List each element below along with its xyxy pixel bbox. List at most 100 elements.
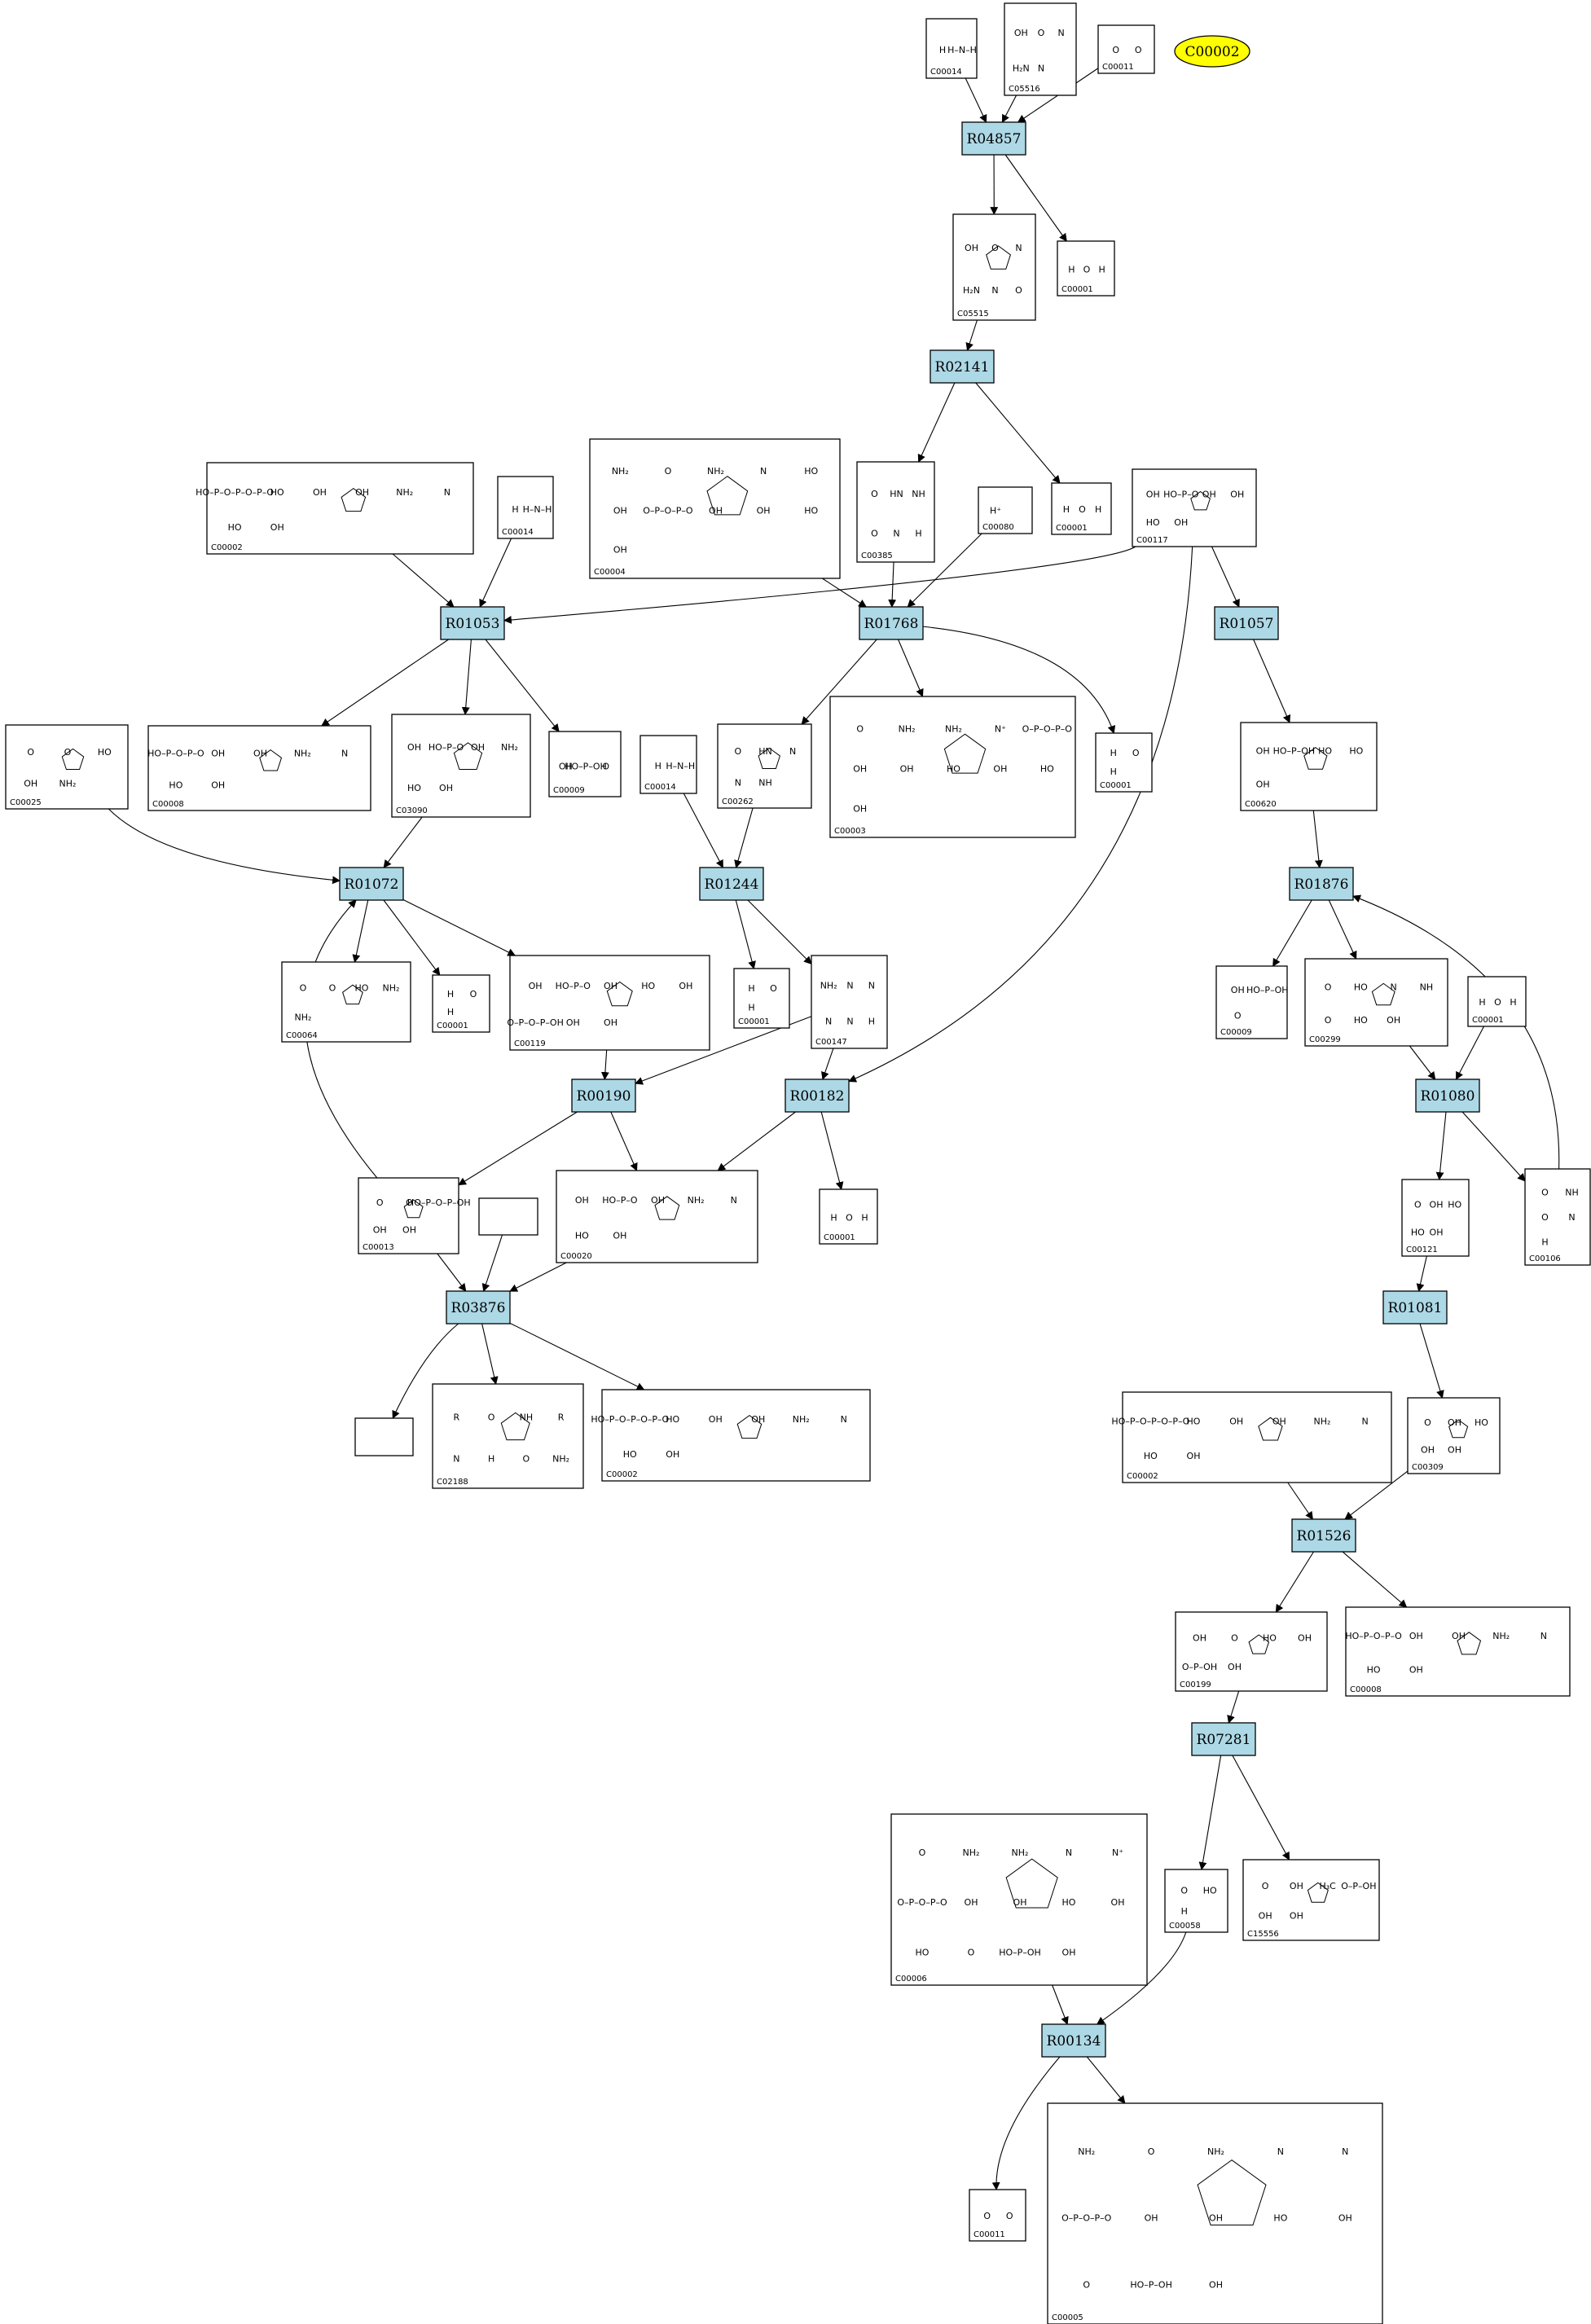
- structure-atom-label: H₃C: [1319, 1881, 1336, 1891]
- structure-atom-label: OH: [853, 803, 867, 814]
- edge-R00182-c00001_g: [820, 1111, 844, 1190]
- reaction-R00134[interactable]: R00134: [1041, 2023, 1106, 2058]
- compound-box: [5, 724, 129, 810]
- structure-atom-label: N: [893, 529, 899, 539]
- reaction-R01072[interactable]: R01072: [339, 867, 404, 901]
- reaction-R01081[interactable]: R01081: [1382, 1290, 1448, 1325]
- reaction-R01768[interactable]: R01768: [859, 606, 924, 640]
- compound-id-label: C05516: [1009, 85, 1040, 94]
- compound-box: [925, 18, 978, 79]
- empty-compound-box[interactable]: [354, 1417, 414, 1456]
- structure-atom-label: N: [1540, 1631, 1547, 1641]
- structure-atom-label: NH₂: [1012, 1847, 1029, 1858]
- empty-compound-box[interactable]: [478, 1197, 538, 1236]
- structure-atom-label: O: [919, 1847, 926, 1858]
- reaction-R00182[interactable]: R00182: [785, 1079, 850, 1113]
- compound-id-label: C00106: [1529, 1254, 1561, 1263]
- structure-atom-label: OH: [613, 1231, 626, 1241]
- structure-atom-label: OH: [853, 763, 867, 774]
- structure-atom-label: OH: [613, 505, 627, 516]
- edge-c00199-R07281: [1227, 1690, 1240, 1724]
- structure-atom-label: N: [731, 1195, 737, 1206]
- structure-atom-label: NH₂: [501, 742, 518, 753]
- reaction-R01876[interactable]: R01876: [1289, 867, 1354, 901]
- structure-atom-label: N: [868, 980, 875, 991]
- reaction-R07281[interactable]: R07281: [1191, 1722, 1256, 1756]
- structure-atom-label: OH: [1409, 1631, 1423, 1641]
- structure-atom-label: OH: [1209, 2213, 1223, 2224]
- compound-id-label: C00001: [437, 1021, 468, 1030]
- structure-atom-label: OH: [1013, 1897, 1027, 1908]
- structure-atom-label: NH: [520, 1412, 534, 1423]
- reaction-R02141[interactable]: R02141: [930, 349, 995, 384]
- reaction-R01526[interactable]: R01526: [1291, 1518, 1356, 1553]
- structure-atom-label: HO: [947, 763, 960, 774]
- reaction-R03876[interactable]: R03876: [446, 1290, 511, 1325]
- structure-atom-label: O–P–O–P–O: [897, 1897, 947, 1908]
- edge-R01768-c00003_a: [898, 639, 924, 697]
- reaction-R01053[interactable]: R01053: [440, 606, 505, 640]
- structure-atom-label: OH: [679, 981, 692, 991]
- reaction-R01244[interactable]: R01244: [699, 867, 764, 901]
- compound-c00080[interactable]: H⁺C00080: [978, 486, 1033, 534]
- reaction-R01057[interactable]: R01057: [1214, 606, 1279, 640]
- compound-id-label: C00025: [10, 798, 42, 807]
- edge-c00058-R00134: [1096, 1931, 1187, 2025]
- structure-atom-label: O: [406, 1197, 413, 1208]
- reaction-R01080[interactable]: R01080: [1415, 1079, 1480, 1113]
- compound-box: [1057, 240, 1115, 297]
- reaction-R00190[interactable]: R00190: [571, 1079, 636, 1113]
- structure-atom-label: H: [1110, 748, 1117, 758]
- compound-box: [1304, 958, 1448, 1047]
- reaction-R04857[interactable]: R04857: [961, 121, 1026, 156]
- structure-ring: [706, 476, 749, 516]
- structure-atom-label: OH: [751, 1414, 765, 1425]
- highlight-compound-ellipse[interactable]: C00002: [1174, 35, 1250, 68]
- compound-id-label: C00009: [553, 786, 585, 795]
